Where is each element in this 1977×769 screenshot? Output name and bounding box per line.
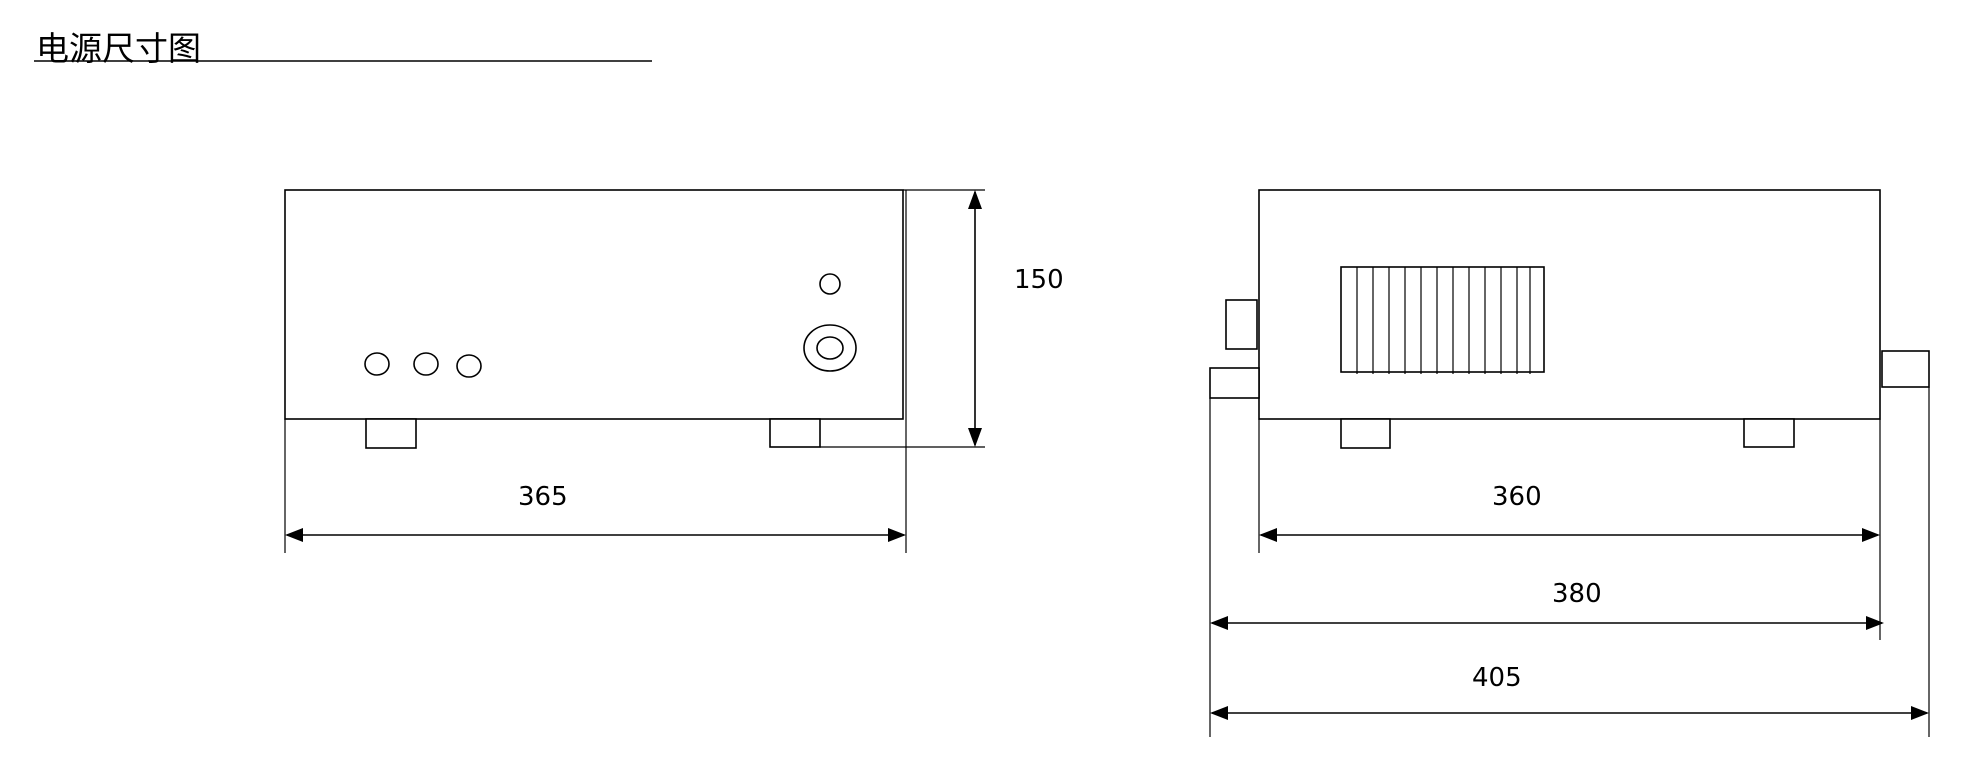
- small-hole: [819, 273, 841, 295]
- rear-connector: [1881, 350, 1930, 388]
- vent-grille: [1340, 266, 1545, 373]
- front-view: 150 365: [284, 189, 1064, 553]
- vent-slats: [1356, 267, 1531, 374]
- width-label: 365: [518, 482, 568, 512]
- side-foot-right: [1743, 418, 1795, 448]
- height-arrow-top: [968, 190, 982, 209]
- overall-arrow-right: [1911, 706, 1929, 720]
- front-panel-body: [284, 189, 904, 420]
- knob-inner: [816, 336, 844, 360]
- drawing-title: 电源尺寸图: [36, 29, 201, 68]
- width-arrow-right: [888, 528, 906, 542]
- overall-label: 405: [1472, 663, 1522, 693]
- indicator-hole-1: [364, 352, 390, 376]
- height-arrow-bottom: [968, 428, 982, 447]
- width-arrow-left: [285, 528, 303, 542]
- depth-with-fan-label: 380: [1552, 579, 1602, 609]
- depth-label: 360: [1492, 482, 1542, 512]
- depth-arrow-left: [1259, 528, 1277, 542]
- side-view: 360 380 405: [1209, 189, 1930, 737]
- connector-upper: [1225, 299, 1258, 350]
- connector-lower: [1209, 367, 1260, 399]
- overall-arrow-left: [1210, 706, 1228, 720]
- depth-with-fan-arrow-left: [1210, 616, 1228, 630]
- height-label: 150: [1014, 265, 1064, 295]
- side-foot-left: [1340, 418, 1391, 449]
- knob-outer: [803, 324, 857, 372]
- indicator-hole-2: [413, 352, 439, 376]
- indicator-hole-3: [456, 354, 482, 378]
- depth-arrow-right: [1862, 528, 1880, 542]
- depth-with-fan-arrow-right: [1866, 616, 1884, 630]
- front-foot-right: [769, 418, 821, 448]
- front-foot-left: [365, 418, 417, 449]
